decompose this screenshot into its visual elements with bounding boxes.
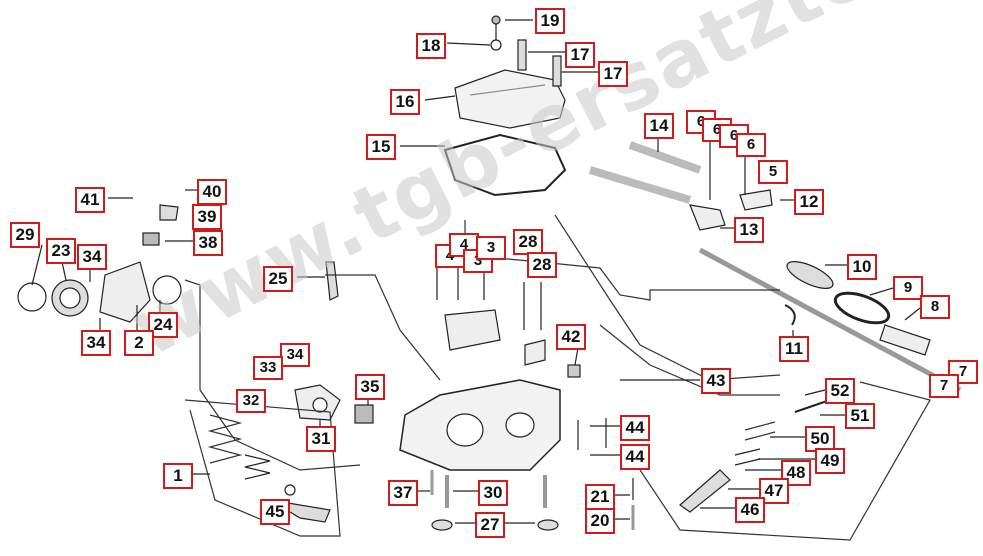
- callout-12[interactable]: 12: [794, 189, 824, 215]
- spark-plug-25: [325, 261, 339, 301]
- callout-7b[interactable]: 7: [929, 374, 959, 398]
- sensor-38: [142, 232, 160, 246]
- camshaft-10: [786, 261, 834, 289]
- callout-13[interactable]: 13: [734, 217, 764, 243]
- callout-14[interactable]: 14: [644, 113, 674, 139]
- oring-24: [152, 275, 182, 305]
- callout-34b[interactable]: 34: [81, 330, 111, 356]
- callout-44a[interactable]: 44: [620, 415, 650, 441]
- callout-17a[interactable]: 17: [565, 42, 595, 68]
- callout-27[interactable]: 27: [475, 512, 505, 538]
- callout-1[interactable]: 1: [163, 463, 193, 489]
- callout-35[interactable]: 35: [355, 374, 385, 400]
- callout-49[interactable]: 49: [815, 448, 845, 474]
- cam-holder: [444, 309, 501, 351]
- callout-52[interactable]: 52: [825, 378, 855, 404]
- callout-45[interactable]: 45: [260, 499, 290, 525]
- clip-11: [784, 304, 796, 326]
- callout-10[interactable]: 10: [847, 254, 877, 280]
- callout-33[interactable]: 33: [253, 356, 283, 380]
- callout-21[interactable]: 21: [585, 484, 615, 510]
- clamp-29: [17, 282, 47, 312]
- callout-15[interactable]: 15: [366, 134, 396, 160]
- valve-cover: [454, 69, 566, 129]
- callout-9[interactable]: 9: [893, 276, 923, 300]
- callout-34c[interactable]: 34: [280, 343, 310, 367]
- cover-bolt-19: [491, 15, 501, 25]
- callout-43[interactable]: 43: [701, 368, 731, 394]
- callout-20[interactable]: 20: [585, 508, 615, 534]
- cam-sprocket-9: [833, 291, 891, 325]
- callout-23[interactable]: 23: [46, 238, 76, 264]
- callout-40[interactable]: 40: [197, 179, 227, 205]
- callout-34a[interactable]: 34: [77, 244, 107, 270]
- callout-5[interactable]: 5: [758, 160, 788, 184]
- callout-19[interactable]: 19: [535, 8, 565, 34]
- callout-44b[interactable]: 44: [620, 444, 650, 470]
- callout-16[interactable]: 16: [390, 89, 420, 115]
- callout-48[interactable]: 48: [781, 460, 811, 486]
- callout-24[interactable]: 24: [148, 312, 178, 338]
- callout-46[interactable]: 46: [735, 497, 765, 523]
- plug-35: [354, 404, 374, 424]
- callout-42[interactable]: 42: [556, 324, 586, 350]
- callout-8[interactable]: 8: [920, 295, 950, 319]
- tensioner-42: [567, 364, 581, 378]
- valve-spring-right: [679, 399, 831, 513]
- callout-18[interactable]: 18: [416, 33, 446, 59]
- group-brackets: [184, 214, 931, 541]
- callout-51[interactable]: 51: [845, 403, 875, 429]
- washer-27a: [431, 519, 453, 531]
- callout-2[interactable]: 2: [124, 330, 154, 356]
- sensor-39: [159, 204, 179, 221]
- callout-3b[interactable]: 3: [476, 236, 506, 260]
- callout-6c[interactable]: 6: [719, 124, 749, 148]
- callout-50[interactable]: 50: [805, 426, 835, 452]
- callout-39[interactable]: 39: [192, 204, 222, 230]
- bolt-17b: [552, 55, 562, 87]
- cover-gasket: [443, 133, 567, 197]
- bracket-8: [879, 324, 931, 356]
- rocker-arm-13: [689, 204, 726, 231]
- callout-11[interactable]: 11: [779, 336, 809, 362]
- callout-32[interactable]: 32: [236, 389, 266, 413]
- bolt-17a: [517, 39, 527, 71]
- washer-18: [490, 39, 502, 51]
- callout-28b[interactable]: 28: [527, 252, 557, 278]
- callout-29[interactable]: 29: [10, 222, 40, 248]
- callout-25[interactable]: 25: [263, 266, 293, 292]
- callout-17b[interactable]: 17: [598, 61, 628, 87]
- rocker-arm-12: [739, 189, 773, 211]
- washer-27b: [537, 519, 559, 531]
- callout-41[interactable]: 41: [75, 187, 105, 213]
- callout-31[interactable]: 31: [306, 426, 336, 452]
- callout-6d[interactable]: 6: [736, 133, 766, 157]
- callout-37[interactable]: 37: [388, 480, 418, 506]
- callout-30[interactable]: 30: [478, 480, 508, 506]
- callout-38[interactable]: 38: [193, 230, 223, 256]
